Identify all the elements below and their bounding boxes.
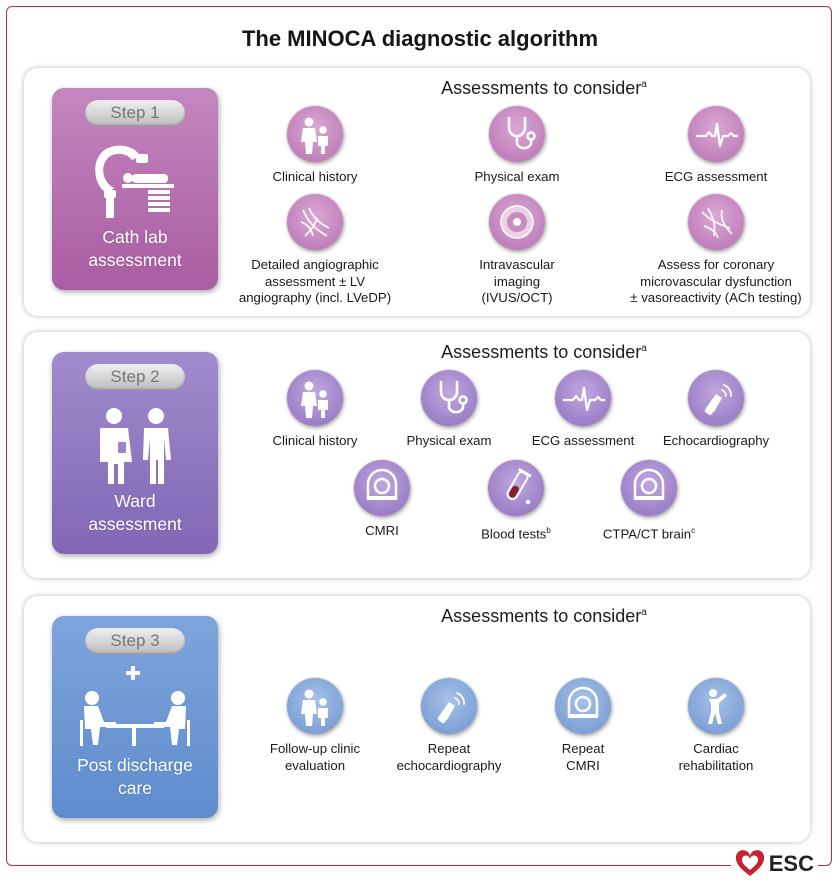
item-ecg-assessment: ECG assessment: [473, 370, 693, 450]
cath-lab-icon: [95, 145, 174, 218]
ct-scanner-icon: [621, 460, 677, 516]
ecg-icon: [688, 106, 744, 162]
item-repeat-echocardiography: Repeat echocardiography: [339, 678, 559, 774]
step-3-panel: Step 3 Post discharge care Assessments t…: [24, 596, 810, 842]
step-3-box: Step 3 Post discharge care: [52, 616, 218, 818]
item-label: Physical exam: [406, 433, 492, 448]
item-cardiac-rehabilitation: Cardiac rehabilitation: [606, 678, 826, 774]
heart-icon: [735, 850, 764, 876]
item-label: Repeat echocardiography: [396, 741, 502, 773]
step-2-caption-line-2: assessment: [88, 514, 182, 534]
mri-scanner-icon: [354, 460, 410, 516]
exercise-person-icon: [688, 678, 744, 734]
microvascular-icon: [688, 194, 744, 250]
item-label: Blood testsb: [481, 526, 551, 542]
item-clinical-history: Clinical history: [205, 106, 425, 186]
doctor-patient-standing-icon: [100, 408, 171, 484]
step-1-caption-line-2: assessment: [88, 250, 182, 270]
item-follow-up-clinic: Follow-up clinic evaluation: [205, 678, 425, 774]
item-clinical-history: Clinical history: [205, 370, 425, 450]
item-angiographic-assessment: Detailed angiographic assessment ± LV an…: [205, 194, 425, 307]
step-3-caption-line-1: Post discharge: [77, 755, 193, 775]
item-label: CTPA/CT brainc: [602, 526, 696, 542]
doctor-patient-icon: [287, 678, 343, 734]
item-repeat-cmri: Repeat CMRI: [473, 678, 693, 774]
item-ecg-assessment: ECG assessment: [606, 106, 826, 186]
stethoscope-icon: [489, 106, 545, 162]
step-1-heading: Assessments to considera: [441, 78, 647, 98]
ultrasound-probe-icon: [688, 370, 744, 426]
step-2-box: Step 2 Ward assessment: [52, 352, 218, 554]
item-label: Clinical history: [272, 433, 358, 448]
step-3-pill: Step 3: [85, 628, 185, 654]
esc-logo: ESC: [730, 850, 818, 878]
step-1-caption-line-1: Cath lab: [102, 227, 168, 247]
step-2-panel: Step 2 Ward assessment Assessments to co…: [24, 332, 810, 578]
item-label: ECG assessment: [664, 169, 768, 184]
item-label: CMRI: [365, 523, 399, 538]
stethoscope-icon: [421, 370, 477, 426]
step-1-box: Step 1 Cath lab assessment: [52, 88, 218, 290]
step-1-panel: Step 1 Cath lab assessment Assessments t…: [24, 68, 810, 316]
item-cmri: CMRI: [272, 460, 492, 540]
doctor-patient-icon: [287, 106, 343, 162]
item-blood-tests: Blood testsb: [406, 460, 626, 543]
item-label: Clinical history: [272, 169, 358, 184]
item-echocardiography: Echocardiography: [606, 370, 826, 450]
item-label: Follow-up clinic evaluation: [269, 741, 361, 773]
item-label: Physical exam: [474, 169, 560, 184]
item-label: ECG assessment: [531, 433, 635, 448]
item-intravascular-imaging: Intravascular imaging (IVUS/OCT): [407, 194, 627, 307]
item-physical-exam: Physical exam: [407, 106, 627, 186]
intravascular-imaging-icon: [489, 194, 545, 250]
step-3-heading: Assessments to considera: [441, 606, 647, 626]
item-label: Detailed angiographic assessment ± LV an…: [238, 257, 392, 305]
ultrasound-probe-icon: [421, 678, 477, 734]
item-label: Echocardiography: [662, 433, 770, 448]
item-microvascular-assessment: Assess for coronary microvascular dysfun…: [606, 194, 826, 307]
item-label: Repeat CMRI: [561, 741, 605, 773]
ecg-icon: [555, 370, 611, 426]
item-label: Assess for coronary microvascular dysfun…: [630, 257, 802, 305]
angiography-icon: [287, 194, 343, 250]
page-title: The MINOCA diagnostic algorithm: [241, 26, 599, 51]
consultation-table-icon: [80, 666, 190, 746]
item-ctpa-ct-brain: CTPA/CT brainc: [539, 460, 759, 543]
outer-frame: [6, 6, 832, 866]
step-2-pill: Step 2: [85, 364, 185, 390]
mri-scanner-icon: [555, 678, 611, 734]
doctor-patient-icon: [287, 370, 343, 426]
step-2-heading: Assessments to considera: [441, 342, 647, 362]
item-physical-exam: Physical exam: [339, 370, 559, 450]
step-2-caption-line-1: Ward: [114, 491, 156, 511]
item-label: Intravascular imaging (IVUS/OCT): [479, 257, 555, 305]
blood-tube-icon: [488, 460, 544, 516]
esc-logo-text: ESC: [768, 851, 814, 876]
step-1-pill: Step 1: [85, 100, 185, 126]
step-3-caption-line-2: care: [117, 778, 153, 798]
item-label: Cardiac rehabilitation: [678, 741, 754, 773]
